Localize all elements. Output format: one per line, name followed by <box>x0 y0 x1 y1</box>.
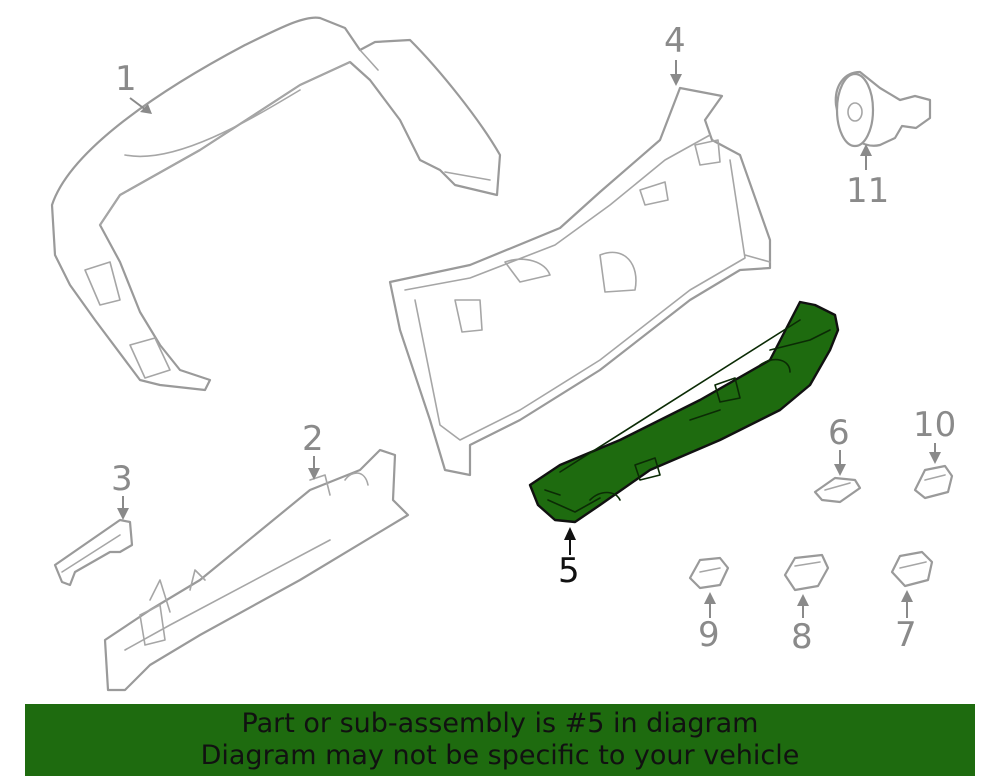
callout-5: 5 <box>558 551 580 591</box>
leader-lines <box>117 60 941 618</box>
part-4-liftgate-trim[interactable] <box>388 86 772 477</box>
part-10-clip[interactable] <box>913 464 954 500</box>
part-5-highlighted-trim[interactable] <box>528 300 840 524</box>
part-1-upper-trim[interactable] <box>50 16 502 392</box>
part-2-sill-panel[interactable] <box>103 448 410 692</box>
callout-7: 7 <box>895 615 917 655</box>
callout-2: 2 <box>302 419 324 459</box>
banner-line-1: Part or sub-assembly is #5 in diagram <box>241 708 759 739</box>
callout-11: 11 <box>846 171 889 211</box>
part-9-clip[interactable] <box>688 556 730 590</box>
part-3-bracket[interactable] <box>53 518 134 587</box>
part-6-clip[interactable] <box>813 476 862 504</box>
callout-6: 6 <box>828 413 850 453</box>
callout-9: 9 <box>698 615 720 655</box>
part-11-speaker[interactable] <box>834 70 932 148</box>
info-banner: Part or sub-assembly is #5 in diagram Di… <box>25 704 975 776</box>
callout-3: 3 <box>111 459 133 499</box>
banner-line-2: Diagram may not be specific to your vehi… <box>200 740 800 771</box>
part-8-clip[interactable] <box>783 553 830 592</box>
callout-labels: 1 4 11 2 3 5 6 10 9 8 7 <box>111 21 956 657</box>
part-7-clip[interactable] <box>890 550 934 588</box>
callout-8: 8 <box>791 617 813 657</box>
callout-10: 10 <box>913 405 956 445</box>
callout-4: 4 <box>664 21 686 61</box>
callout-1: 1 <box>115 59 137 99</box>
